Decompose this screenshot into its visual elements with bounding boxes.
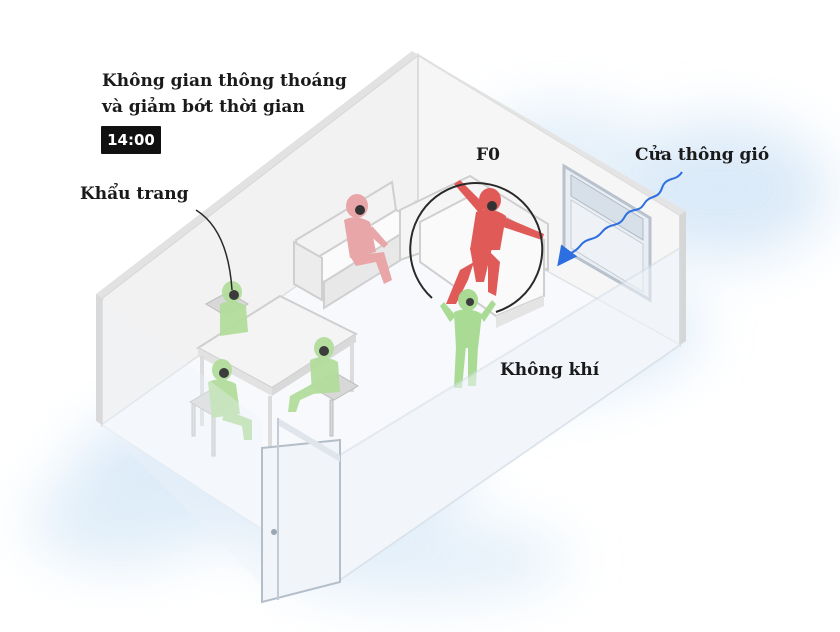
person-icon <box>344 194 392 284</box>
title-line-1: Không gian thông thoáng <box>102 71 347 91</box>
f0-label: F0 <box>476 145 500 165</box>
wall-top-left <box>96 51 418 298</box>
wall-top-back <box>412 51 686 215</box>
title-line-2: và giảm bớt thời gian <box>102 97 305 117</box>
front-left-wall <box>102 300 262 585</box>
infection-circle <box>409 182 544 313</box>
mask-label: Khẩu trang <box>80 184 189 204</box>
person-icon <box>220 281 248 336</box>
person-icon <box>440 289 496 388</box>
person-icon <box>446 180 544 304</box>
time-badge: 14:00 <box>101 126 161 154</box>
door-icon <box>261 418 341 604</box>
table-icon <box>196 294 359 456</box>
mask-leader-line <box>195 209 233 291</box>
person-icon <box>208 359 252 440</box>
airflow-arrow-icon <box>557 171 683 267</box>
air-label: Không khí <box>500 360 600 380</box>
vent-label: Cửa thông gió <box>635 145 770 165</box>
person-icon <box>288 337 340 412</box>
right-wall-edge <box>680 211 686 345</box>
left-wall-edge <box>96 294 102 425</box>
